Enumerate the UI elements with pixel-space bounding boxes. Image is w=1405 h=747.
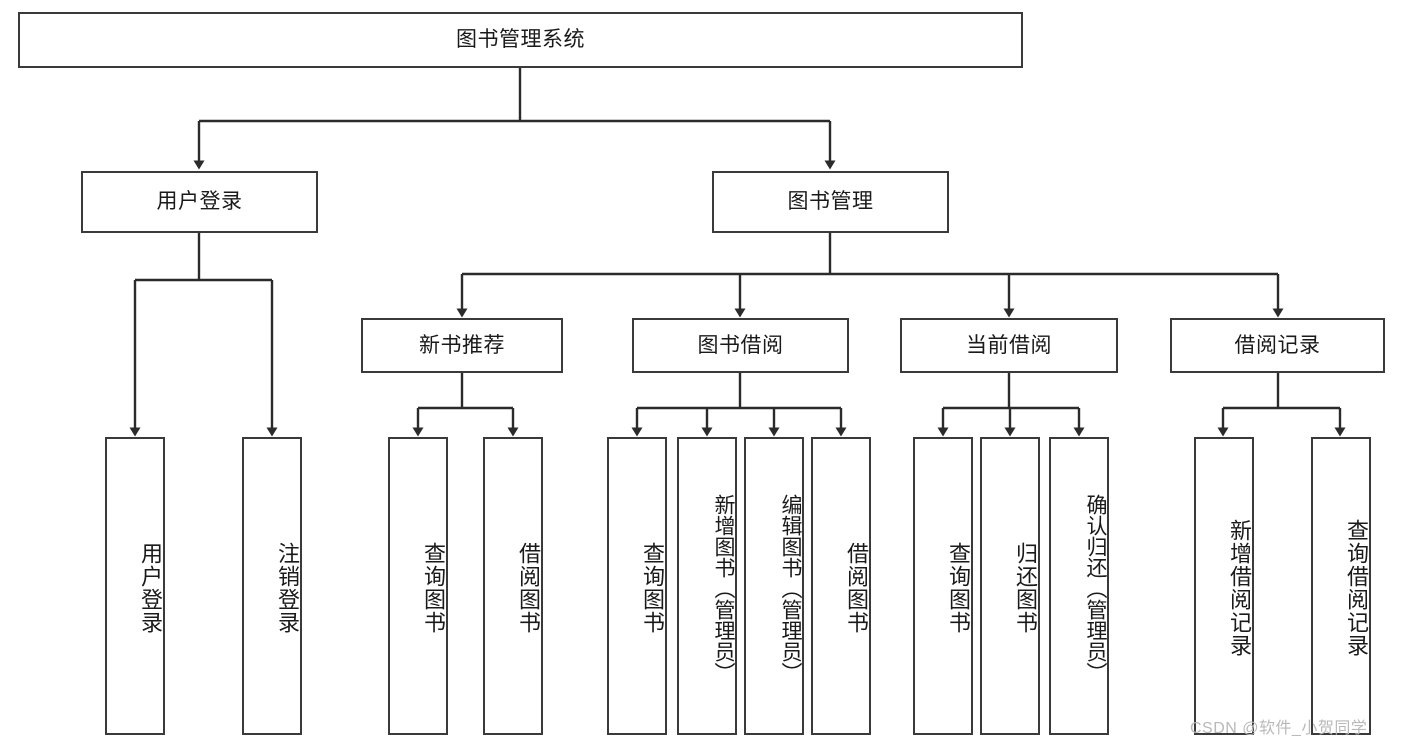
leaf-logout[interactable]: 注销登录 xyxy=(242,437,302,735)
node-user-login[interactable]: 用户登录 xyxy=(81,171,318,233)
node-book-management[interactable]: 图书管理 xyxy=(712,171,949,233)
leaf-query-book-borrow[interactable]: 查询图书 xyxy=(607,437,667,735)
leaf-add-book-admin[interactable]: 新增图书（管理员） xyxy=(677,437,737,735)
leaf-return-book[interactable]: 归还图书 xyxy=(980,437,1040,735)
leaf-edit-book-admin[interactable]: 编辑图书（管理员） xyxy=(744,437,804,735)
leaf-query-book-new-book[interactable]: 查询图书 xyxy=(388,437,448,735)
csdn-watermark: CSDN @软件_小贺同学 xyxy=(1190,720,1368,737)
leaf-borrow-book-new-book[interactable]: 借阅图书 xyxy=(483,437,543,735)
leaf-borrow-book-borrow[interactable]: 借阅图书 xyxy=(811,437,871,735)
leaf-confirm-return-admin[interactable]: 确认归还（管理员） xyxy=(1049,437,1109,735)
node-borrow-record[interactable]: 借阅记录 xyxy=(1170,318,1385,373)
leaf-add-borrow-record[interactable]: 新增借阅记录 xyxy=(1194,437,1254,735)
leaf-query-book-current[interactable]: 查询图书 xyxy=(913,437,973,735)
node-book-borrow[interactable]: 图书借阅 xyxy=(632,318,849,373)
node-current-borrow[interactable]: 当前借阅 xyxy=(900,318,1118,373)
leaf-user-login[interactable]: 用户登录 xyxy=(105,437,165,735)
node-book-management-system[interactable]: 图书管理系统 xyxy=(18,12,1023,68)
leaf-query-borrow-record[interactable]: 查询借阅记录 xyxy=(1311,437,1371,735)
node-new-book-recommend[interactable]: 新书推荐 xyxy=(361,318,563,373)
